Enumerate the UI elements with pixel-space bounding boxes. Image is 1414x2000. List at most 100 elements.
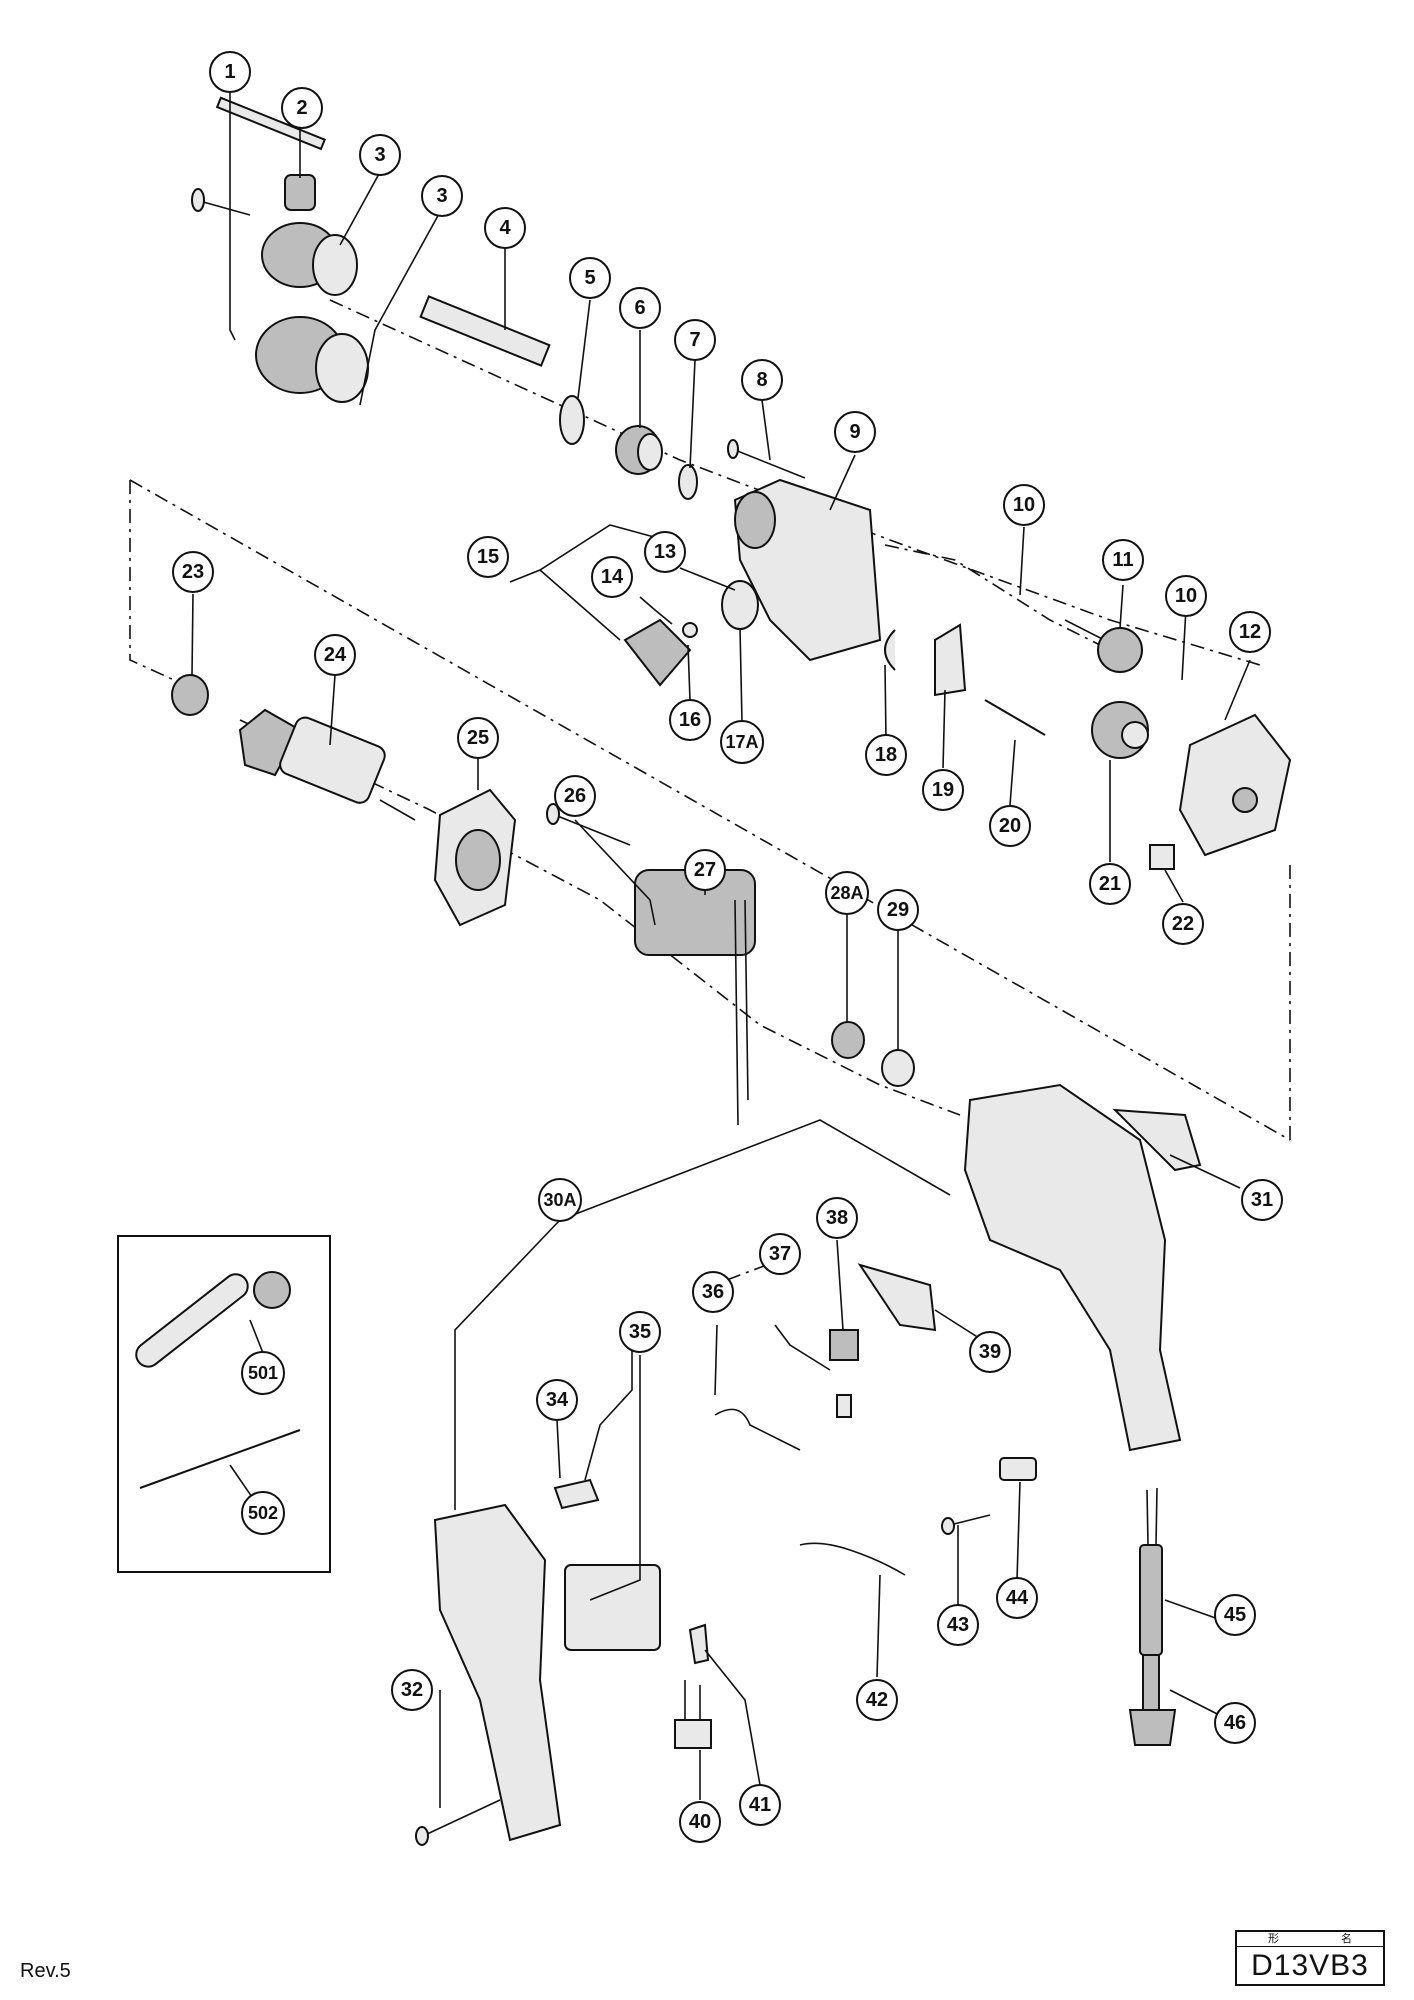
chuck-key xyxy=(215,96,327,211)
shift-knob xyxy=(623,618,698,687)
svg-text:28A: 28A xyxy=(830,883,863,903)
model-header-left: 形 xyxy=(1268,1933,1279,1945)
svg-text:502: 502 xyxy=(248,1503,278,1523)
rubber-bushing xyxy=(881,1049,915,1087)
svg-text:29: 29 xyxy=(887,899,909,921)
callout-7: 7 xyxy=(674,319,716,361)
callout-43: 43 xyxy=(937,1604,979,1646)
shift-arm xyxy=(934,623,967,697)
svg-text:2: 2 xyxy=(296,97,307,119)
carbon-brush xyxy=(829,1329,859,1418)
callout-17a: 17A xyxy=(720,720,764,764)
washer-22 xyxy=(1149,844,1175,870)
callout-32: 32 xyxy=(391,1669,433,1711)
svg-text:10: 10 xyxy=(1175,585,1197,607)
callout-12: 12 xyxy=(1229,611,1271,653)
callout-20: 20 xyxy=(989,805,1031,847)
keyless-chuck xyxy=(255,316,369,403)
noise-suppressor xyxy=(674,1680,712,1749)
e-ring xyxy=(884,629,896,671)
svg-text:34: 34 xyxy=(546,1389,569,1411)
callout-8: 8 xyxy=(741,359,783,401)
svg-text:38: 38 xyxy=(826,1207,848,1229)
callout-42: 42 xyxy=(856,1679,898,1721)
svg-text:3: 3 xyxy=(436,185,447,207)
spur-gear xyxy=(1091,701,1149,759)
cord-armor xyxy=(1139,1487,1163,1656)
internal-wire-36 xyxy=(714,1408,801,1451)
svg-text:17A: 17A xyxy=(725,732,758,752)
callout-40: 40 xyxy=(679,1801,721,1843)
power-plug xyxy=(1128,1654,1177,1746)
svg-text:8: 8 xyxy=(756,369,767,391)
callout-3-keyless: 3 xyxy=(421,175,463,217)
svg-text:20: 20 xyxy=(999,815,1021,837)
svg-text:24: 24 xyxy=(324,644,347,666)
callout-30a: 30A xyxy=(538,1178,582,1222)
callout-16: 16 xyxy=(669,699,711,741)
bearing-23 xyxy=(171,674,209,716)
spindle xyxy=(419,295,551,367)
svg-text:6: 6 xyxy=(634,297,645,319)
part-drawings xyxy=(117,96,1292,1846)
callout-15: 15 xyxy=(467,536,509,578)
internal-wire-42 xyxy=(799,1542,906,1576)
callout-41: 41 xyxy=(739,1784,781,1826)
screw-43 xyxy=(941,1514,991,1535)
svg-text:14: 14 xyxy=(601,566,624,588)
callout-11: 11 xyxy=(1102,539,1144,581)
callout-6: 6 xyxy=(619,287,661,329)
callout-10-right: 10 xyxy=(1165,575,1207,617)
callout-44: 44 xyxy=(996,1577,1038,1619)
switch xyxy=(564,1564,661,1651)
housing-screw xyxy=(546,803,631,846)
shift-pin xyxy=(984,699,1046,736)
callout-22: 22 xyxy=(1162,903,1204,945)
callout-29: 29 xyxy=(877,889,919,931)
pinion-gear xyxy=(1064,619,1143,673)
svg-text:43: 43 xyxy=(947,1614,969,1636)
callout-5: 5 xyxy=(569,257,611,299)
ball-bearing xyxy=(615,425,663,475)
callout-23: 23 xyxy=(172,551,214,593)
screw-1 xyxy=(191,188,251,216)
leader-lines xyxy=(191,92,1251,1808)
callout-46: 46 xyxy=(1214,1702,1256,1744)
connector-41 xyxy=(688,1623,710,1665)
svg-text:44: 44 xyxy=(1006,1587,1029,1609)
svg-text:16: 16 xyxy=(679,709,701,731)
svg-text:12: 12 xyxy=(1239,621,1261,643)
svg-text:35: 35 xyxy=(629,1321,651,1343)
svg-text:26: 26 xyxy=(564,785,586,807)
svg-text:25: 25 xyxy=(467,727,489,749)
svg-text:5: 5 xyxy=(584,267,595,289)
callout-35: 35 xyxy=(619,1311,661,1353)
name-plate-39 xyxy=(857,1263,937,1332)
svg-text:46: 46 xyxy=(1224,1712,1246,1734)
callout-26: 26 xyxy=(554,775,596,817)
callout-3-keyed: 3 xyxy=(359,134,401,176)
svg-text:37: 37 xyxy=(769,1243,791,1265)
svg-text:42: 42 xyxy=(866,1689,888,1711)
callout-501: 501 xyxy=(241,1351,285,1395)
revision-label: Rev.5 xyxy=(20,1960,71,1982)
callout-36: 36 xyxy=(692,1271,734,1313)
svg-text:22: 22 xyxy=(1172,913,1194,935)
callout-28a: 28A xyxy=(825,871,869,915)
fan-guide xyxy=(433,788,517,927)
svg-text:18: 18 xyxy=(875,744,897,766)
svg-text:1: 1 xyxy=(224,61,235,83)
callout-14: 14 xyxy=(591,556,633,598)
name-plate-31 xyxy=(1112,1108,1202,1172)
callout-37: 37 xyxy=(759,1233,801,1275)
svg-text:40: 40 xyxy=(689,1811,711,1833)
callout-21: 21 xyxy=(1089,863,1131,905)
svg-text:4: 4 xyxy=(499,217,511,239)
model-header-right: 名 xyxy=(1341,1933,1352,1945)
svg-text:501: 501 xyxy=(248,1363,278,1383)
model-name-header: 形 名 xyxy=(1237,1932,1383,1947)
tapping-screw xyxy=(415,1799,501,1846)
svg-text:39: 39 xyxy=(979,1341,1001,1363)
armature xyxy=(238,708,416,821)
svg-text:41: 41 xyxy=(749,1794,771,1816)
